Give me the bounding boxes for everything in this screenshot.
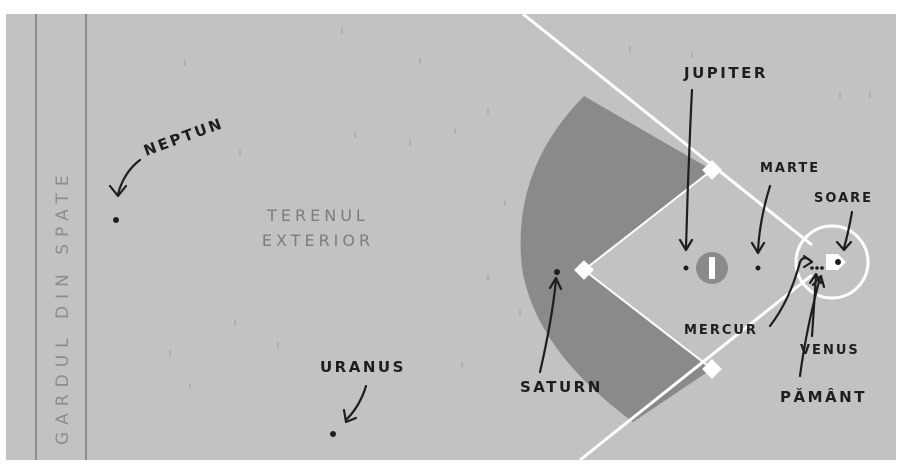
outfield-label-line1: TERENUL — [266, 206, 369, 225]
outfield-grass — [6, 14, 896, 460]
infield-dirt — [520, 96, 712, 422]
pamant-label: PĂMÂNT — [780, 387, 867, 406]
marte-arrow — [750, 184, 772, 255]
mercur-arrow — [768, 254, 814, 328]
pamant-dot — [820, 266, 824, 270]
uranus-arrow — [342, 384, 368, 424]
fence-label: GARDUL DIN SPATE — [53, 168, 73, 445]
outfield-label-line2: EXTERIOR — [262, 231, 374, 250]
uranus-dot — [330, 431, 336, 437]
saturn-label: SATURN — [520, 378, 603, 396]
venus-label: VENUS — [800, 343, 860, 358]
neptun-dot — [113, 217, 119, 223]
soare-dot — [835, 259, 841, 265]
venus-dot — [815, 266, 819, 270]
uranus-label: URANUS — [320, 358, 406, 376]
saturn-arrow — [538, 276, 563, 374]
jupiter-label: JUPITER — [683, 64, 768, 82]
base-path-2-3 — [583, 269, 713, 370]
jupiter-arrow — [678, 88, 694, 252]
soare-label: SOARE — [814, 191, 873, 206]
jupiter-dot — [683, 265, 689, 271]
neptun-arrow — [108, 158, 142, 198]
base-path-2-1 — [583, 169, 713, 271]
marte-label: MARTE — [760, 161, 820, 176]
marte-dot — [755, 265, 761, 271]
mercur-label: MERCUR — [684, 323, 758, 338]
mercur-dot — [810, 266, 814, 270]
home-plate-circle — [794, 224, 870, 300]
pitchers-rubber — [709, 257, 715, 279]
soare-arrow — [835, 210, 854, 252]
saturn-dot — [554, 269, 560, 275]
pamant-arrow — [798, 274, 826, 378]
grass-specks — [169, 28, 871, 389]
foul-line-lower — [579, 273, 813, 462]
